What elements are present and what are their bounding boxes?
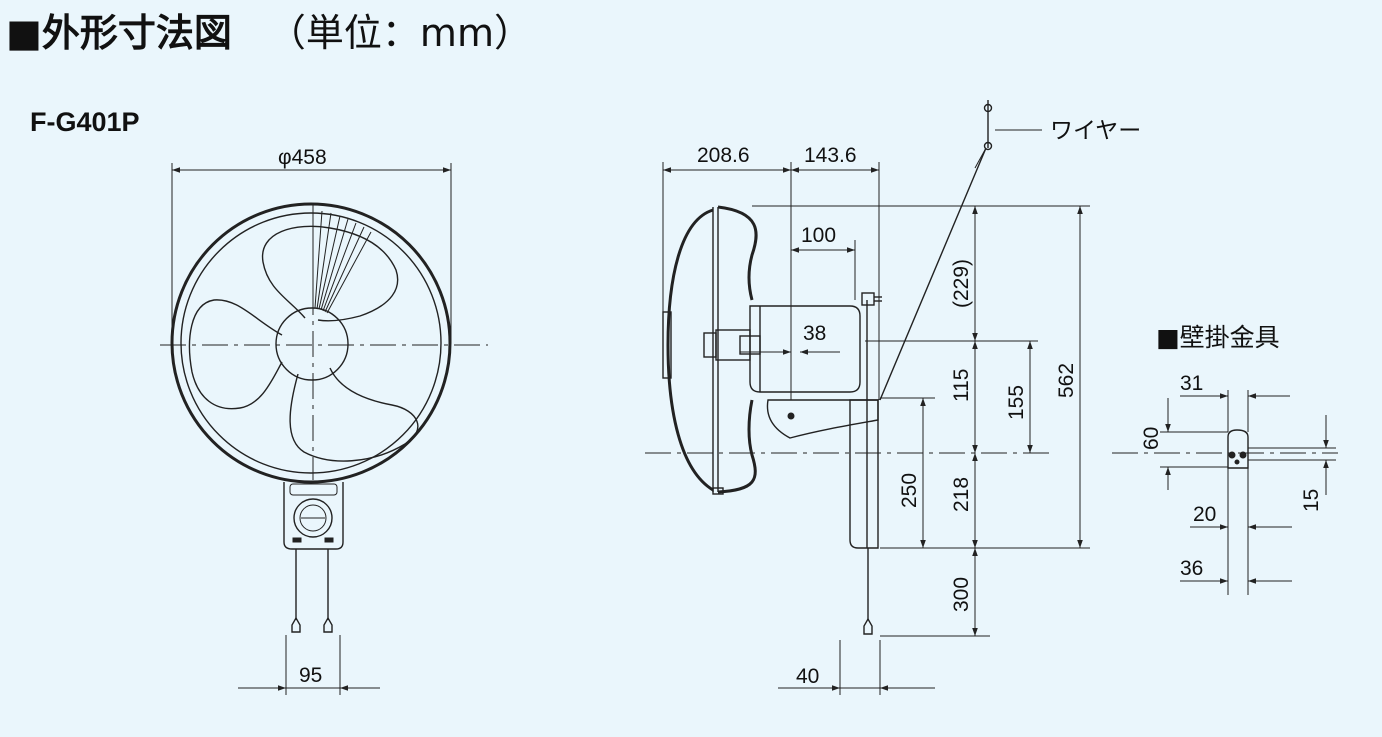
dim-229-label: (229) bbox=[950, 259, 973, 308]
power-plug bbox=[861, 292, 875, 306]
title-marker: ■ bbox=[6, 11, 42, 55]
switch-top-panel bbox=[289, 483, 338, 496]
dim-pull-spacing-label: 95 bbox=[299, 664, 322, 687]
dim-250-label: 250 bbox=[898, 473, 921, 508]
switch-dial-outer bbox=[293, 498, 333, 538]
wire-label: ワイヤー bbox=[1050, 117, 1141, 143]
bracket-dim-31-label: 31 bbox=[1180, 372, 1203, 395]
fan-front-cap bbox=[662, 311, 672, 379]
dim-bracket-offset-label: 38 bbox=[803, 322, 826, 345]
safety-wire bbox=[879, 147, 987, 401]
bracket-dim-60-label: 60 bbox=[1140, 427, 1163, 450]
dim-40-label: 40 bbox=[796, 665, 819, 688]
fan-blade-right bbox=[289, 367, 419, 462]
dim-depth-back-label: 143.6 bbox=[804, 144, 857, 167]
bracket-detail: 31 60 15 20 36 bbox=[1112, 372, 1338, 595]
fan-blade-top bbox=[261, 225, 399, 322]
dim-300-label: 300 bbox=[950, 577, 973, 612]
motor-housing bbox=[749, 305, 861, 393]
side-view: ワイヤー 208.6 143.6 100 38 (229) 115 155 56… bbox=[645, 100, 1141, 695]
page-title: ■外形寸法図 （単位：mm） bbox=[6, 2, 532, 57]
wall-mount-body bbox=[849, 399, 879, 549]
fan-hub bbox=[275, 307, 349, 381]
switch-dial-inner bbox=[299, 504, 327, 532]
dim-diameter-label: φ458 bbox=[278, 146, 327, 169]
model-number: F-G401P bbox=[30, 107, 140, 137]
pull-knob-left bbox=[291, 616, 301, 633]
dim-depth-front-label: 208.6 bbox=[697, 144, 750, 167]
bracket-dim-20-label: 20 bbox=[1193, 503, 1216, 526]
switch-mark-left bbox=[292, 537, 302, 543]
wall-arm bbox=[766, 399, 879, 439]
front-view: φ458 95 bbox=[160, 146, 488, 695]
fan-guard-inner bbox=[180, 212, 442, 474]
dim-motor-offset-label: 100 bbox=[801, 224, 836, 247]
dim-562-label: 562 bbox=[1055, 363, 1078, 398]
guard-side-rear-top bbox=[717, 205, 758, 301]
fan-guard-outer bbox=[170, 202, 452, 484]
switch-mark-right bbox=[324, 537, 334, 543]
dim-115-label: 115 bbox=[950, 369, 973, 402]
bracket-plate bbox=[1227, 429, 1249, 469]
dim-218-label: 218 bbox=[950, 477, 973, 512]
fan-blade-left bbox=[188, 299, 283, 410]
switch-box bbox=[283, 482, 344, 550]
pull-knob-right bbox=[323, 616, 333, 633]
shaft-left bbox=[703, 332, 717, 358]
side-pull-knob bbox=[863, 617, 873, 635]
dim-155-label: 155 bbox=[1005, 385, 1028, 420]
bracket-title: ■壁掛金具 bbox=[1156, 323, 1280, 352]
guard-side-front bbox=[666, 208, 714, 492]
title-heading: 外形寸法図 bbox=[41, 11, 232, 55]
guard-spokes bbox=[312, 210, 372, 314]
bracket-dim-15-label: 15 bbox=[1300, 489, 1323, 512]
bracket-dim-36-label: 36 bbox=[1180, 557, 1203, 580]
guard-side-rear-bottom bbox=[717, 399, 757, 494]
title-unit: （単位：mm） bbox=[267, 11, 532, 55]
